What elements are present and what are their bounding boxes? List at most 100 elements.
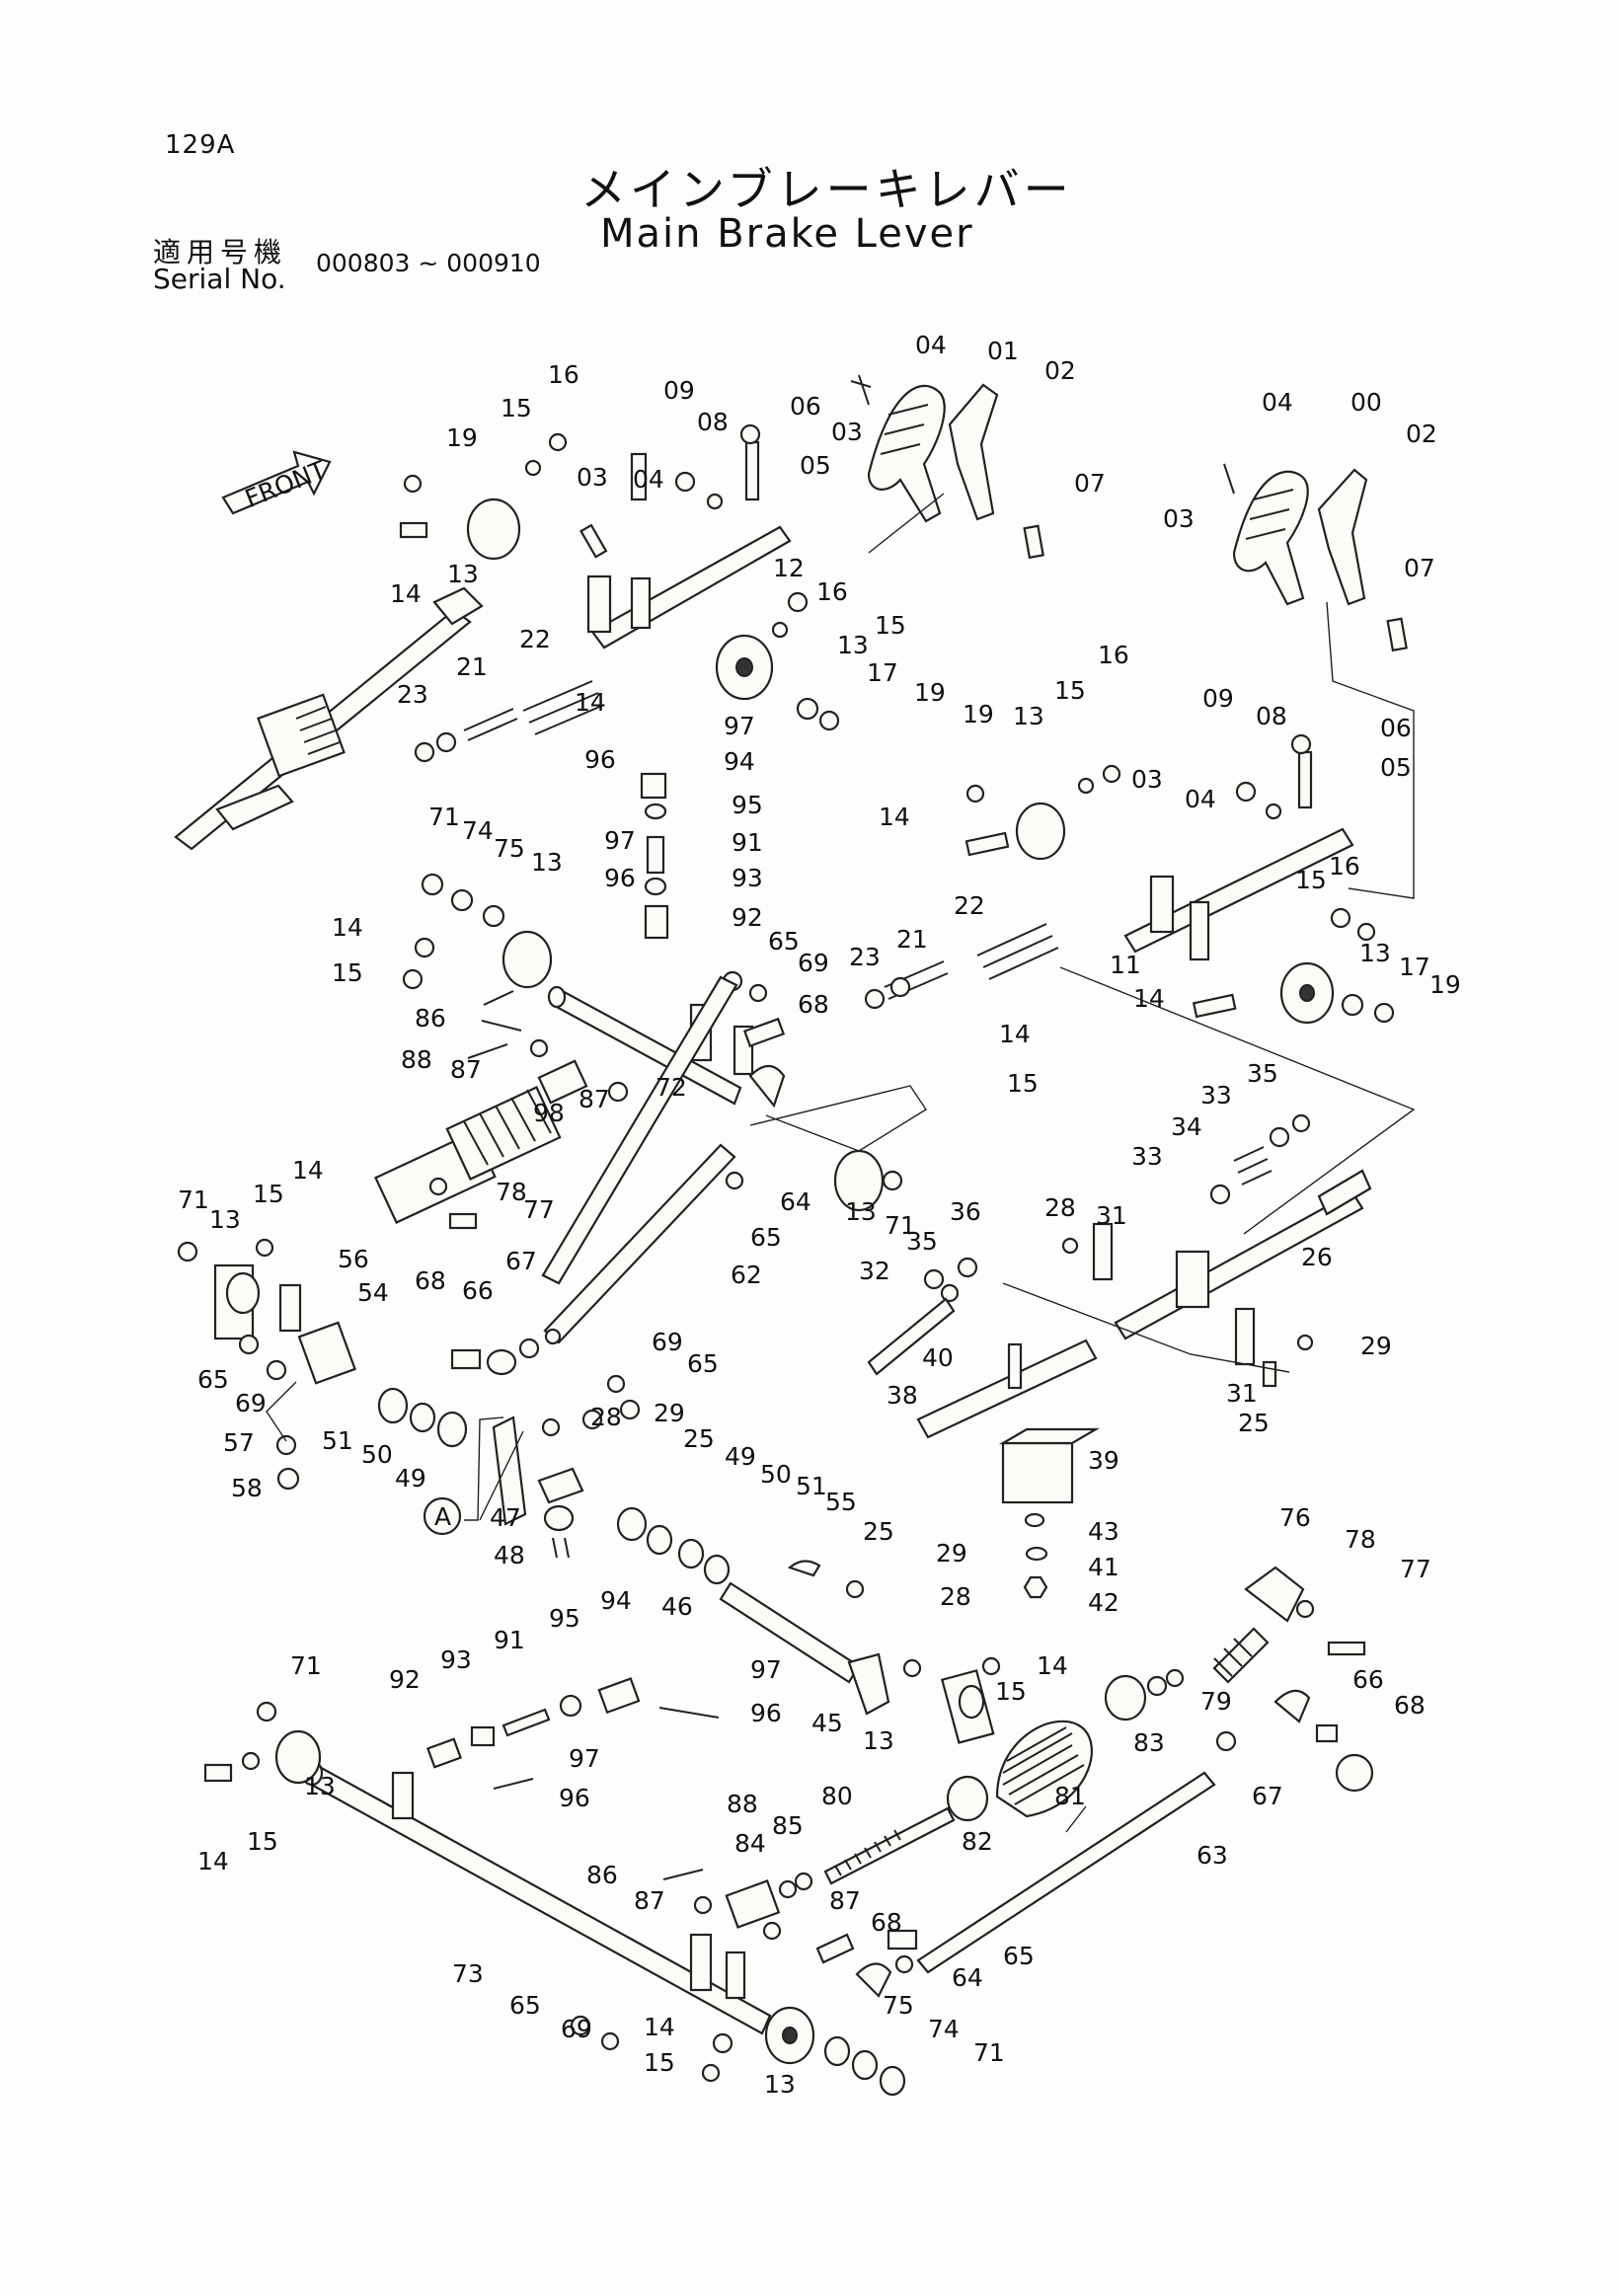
part-callout-14: 14 [575,688,606,717]
part-callout-96: 96 [750,1699,782,1727]
part-callout-97: 97 [750,1655,782,1684]
part-callout-04: 04 [1262,388,1293,417]
part-callout-14: 14 [197,1847,229,1875]
part-callout-21: 21 [456,652,488,681]
part-callout-82: 82 [962,1827,993,1856]
serial-label-english: Serial No. [153,263,286,295]
part-callout-74: 74 [928,2015,960,2043]
part-callout-51: 51 [796,1472,827,1500]
part-callout-56: 56 [338,1245,369,1273]
part-callout-87: 87 [634,1886,665,1915]
part-callout-21: 21 [896,925,928,954]
part-callout-25: 25 [683,1424,715,1453]
part-callout-71: 71 [428,803,460,831]
part-callout-16: 16 [1098,641,1129,669]
part-callout-14: 14 [999,1020,1031,1048]
part-callout-22: 22 [519,625,551,653]
part-callout-15: 15 [501,394,532,422]
part-callout-33: 33 [1200,1081,1232,1110]
part-callout-42: 42 [1088,1588,1119,1617]
part-callout-91: 91 [494,1626,525,1654]
part-callout-19: 19 [963,700,994,728]
part-callout-74: 74 [462,816,494,845]
part-callout-77: 77 [523,1195,555,1224]
part-callout-92: 92 [732,903,763,932]
part-callout-58: 58 [231,1474,263,1502]
part-callout-29: 29 [936,1539,967,1568]
part-callout-08: 08 [697,408,729,436]
part-callout-87: 87 [579,1085,610,1113]
part-callout-62: 62 [731,1261,762,1289]
part-callout-65: 65 [197,1365,229,1394]
part-callout-14: 14 [1037,1651,1068,1680]
part-callout-84: 84 [734,1829,766,1858]
part-callout-65: 65 [509,1991,541,2020]
brake-pedal-upper [850,374,1044,560]
part-callout-02: 02 [1406,420,1437,448]
part-callout-28: 28 [590,1403,622,1431]
part-callout-69: 69 [561,2015,592,2043]
part-callout-36: 36 [950,1197,981,1226]
part-callout-67: 67 [1252,1782,1283,1810]
part-callout-83: 83 [1133,1728,1165,1757]
part-callout-94: 94 [724,747,755,776]
part-callout-41: 41 [1088,1553,1119,1581]
part-callout-75: 75 [883,1991,914,2020]
part-callout-97: 97 [604,826,636,855]
part-callout-76: 76 [1279,1503,1311,1532]
part-callout-50: 50 [361,1440,393,1469]
part-callout-49: 49 [725,1442,756,1471]
part-callout-13: 13 [863,1726,894,1755]
part-callout-86: 86 [586,1861,618,1889]
part-callout-13: 13 [845,1197,877,1226]
part-callout-88: 88 [727,1790,758,1818]
part-callout-15: 15 [875,611,906,640]
part-callout-98: 98 [533,1099,565,1127]
part-callout-66: 66 [1352,1665,1384,1694]
part-callout-68: 68 [415,1266,446,1295]
part-callout-91: 91 [732,828,763,857]
part-callout-85: 85 [772,1811,804,1840]
part-callout-40: 40 [922,1343,954,1372]
part-callout-81: 81 [1054,1782,1086,1810]
part-callout-33: 33 [1131,1142,1163,1171]
part-callout-68: 68 [1394,1691,1426,1720]
part-callout-19: 19 [914,678,946,707]
part-callout-19: 19 [1429,970,1461,999]
rod-assembly-26 [867,1113,1372,1599]
part-callout-64: 64 [780,1187,811,1216]
part-callout-04: 04 [633,465,664,494]
lever-47-shaft-45: A [423,1374,1001,1744]
part-callout-55: 55 [825,1488,857,1516]
part-callout-28: 28 [940,1582,971,1611]
part-callout-68: 68 [798,990,829,1019]
lower-shaft-73 [203,1677,906,2097]
part-callout-75: 75 [494,834,525,863]
rod-62 [450,1143,736,1376]
part-callout-15: 15 [1007,1069,1039,1098]
part-callout-15: 15 [1054,676,1086,705]
part-callout-97: 97 [569,1744,600,1773]
serial-range: 000803 ~ 000910 [316,249,541,277]
part-callout-96: 96 [559,1784,590,1812]
part-callout-78: 78 [1345,1525,1376,1554]
page-number: 129A [165,130,236,160]
serial-label-japanese: 適用号機 [153,236,288,268]
part-callout-14: 14 [879,803,910,831]
part-callout-13: 13 [304,1772,336,1800]
part-callout-71: 71 [885,1211,916,1240]
part-callout-35: 35 [1247,1059,1278,1088]
part-callout-22: 22 [954,891,985,920]
part-callout-15: 15 [644,2048,675,2077]
part-callout-04: 04 [915,331,947,359]
part-callout-94: 94 [600,1586,632,1615]
part-callout-13: 13 [1359,939,1391,967]
part-callout-03: 03 [1131,765,1163,794]
part-callout-65: 65 [1003,1942,1035,1970]
part-callout-77: 77 [1400,1555,1431,1583]
part-callout-97: 97 [724,712,755,740]
reference-marker-label: A [434,1502,451,1531]
part-callout-29: 29 [654,1399,685,1427]
